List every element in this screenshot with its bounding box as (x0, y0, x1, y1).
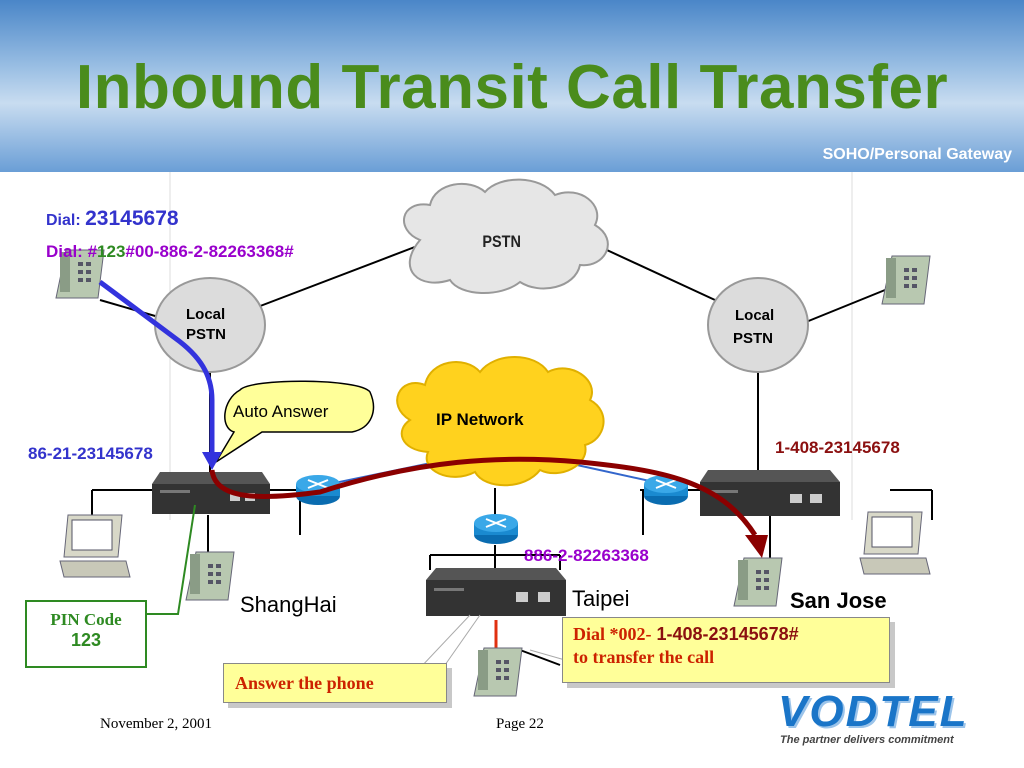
computer-icon (859, 511, 931, 575)
local-pstn-left-line2: PSTN (186, 326, 227, 343)
dial-number: 23145678 (85, 207, 179, 230)
arrow-head-icon (745, 535, 768, 558)
pin-code-label: PIN Code (50, 610, 122, 629)
pstn-cloud (403, 178, 609, 294)
slide-header (0, 0, 1024, 172)
transfer-line1: Dial *002- 1-408-23145678# (573, 624, 889, 645)
dial-target: #00-886-2-82263368# (125, 242, 294, 261)
local-pstn-right-line2: PSTN (733, 330, 774, 347)
sanjose-number: 1-408-23145678 (775, 438, 900, 457)
gateway-device-shanghai (152, 472, 270, 514)
router-icon (644, 475, 688, 505)
slide-title: Inbound Transit Call Transfer (75, 53, 949, 122)
auto-answer-callout (215, 380, 375, 463)
transfer-prefix: Dial * (573, 624, 619, 644)
slide-subtitle: SOHO/Personal Gateway (822, 146, 1012, 163)
pin-code-box: PIN Code 123 (25, 600, 147, 668)
taipei-number: 886-2-82263368 (524, 546, 649, 565)
arrow-head-icon (202, 452, 222, 470)
phone-icon (185, 551, 235, 601)
logo-tagline: The partner delivers commitment (780, 734, 954, 746)
transfer-number: 1-408-23145678# (651, 624, 799, 644)
logo-wordmark: VODTEL (778, 687, 969, 736)
dial-instruction-2: Dial: #123#00-886-2-82263368# (46, 242, 294, 262)
answer-phone-box: Answer the phone (223, 663, 447, 703)
transfer-call-path (209, 456, 758, 537)
auto-answer-label: Auto Answer (233, 402, 329, 421)
dial-hash: # (87, 242, 98, 261)
dial-pin-code: 123 (97, 242, 126, 261)
vodtel-logo: VODTEL The partner delivers commitment (778, 687, 969, 747)
phone-icon (473, 647, 523, 697)
location-sanjose: San Jose (790, 588, 887, 613)
local-pstn-left (154, 277, 266, 373)
footer-page: Page 22 (496, 716, 544, 732)
gateway-device-taipei (426, 568, 566, 616)
phone-icon (881, 255, 931, 305)
gateway-device-sanjose (700, 470, 840, 516)
pin-code-value: 123 (70, 630, 102, 650)
dial-instruction-1: Dial: 23145678 (46, 207, 179, 231)
local-pstn-right (707, 277, 809, 373)
location-taipei: Taipei (572, 586, 630, 611)
dial-label: Dial: (46, 242, 83, 261)
answer-phone-text: Answer the phone (235, 673, 374, 693)
footer-date: November 2, 2001 (100, 716, 213, 732)
ip-network-cloud (396, 356, 605, 487)
transfer-code: 002- (618, 624, 652, 644)
phone-icon (733, 557, 783, 607)
computer-icon (59, 514, 131, 578)
transfer-line2: to transfer the call (573, 647, 715, 667)
dial-label: Dial: (46, 212, 81, 229)
router-icon (474, 514, 518, 544)
pin-connector-line (143, 504, 196, 615)
location-shanghai: ShangHai (240, 592, 337, 617)
shanghai-number: 86-21-23145678 (28, 444, 153, 463)
ip-network-label: IP Network (436, 410, 524, 429)
transfer-instruction-box: Dial *002- 1-408-23145678# to transfer t… (562, 617, 890, 683)
incoming-call-path (98, 279, 215, 455)
phone-icon (55, 249, 105, 299)
pstn-label: PSTN (482, 232, 521, 251)
local-pstn-left-line1: Local (186, 306, 226, 323)
local-pstn-right-line1: Local (735, 307, 775, 324)
